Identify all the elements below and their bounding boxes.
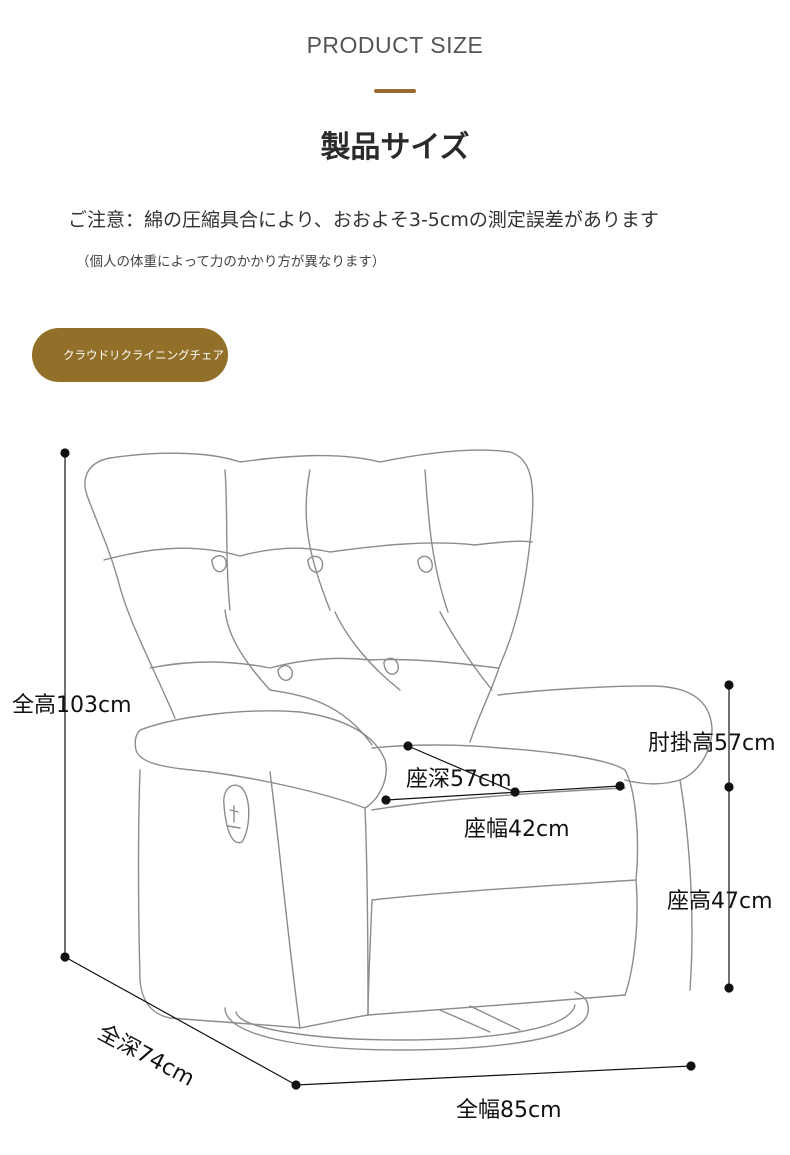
product-size-heading: PRODUCT SIZE: [306, 32, 484, 58]
total-height-label: 全高103cm: [12, 693, 132, 718]
dimension-marker: [724, 983, 734, 993]
dimension-marker: [60, 448, 70, 458]
dimension-marker: [724, 680, 734, 690]
dimension-marker: [686, 1061, 696, 1071]
dimension-marker: [510, 787, 520, 797]
dimension-marker: [381, 795, 391, 805]
seat-width-label: 座幅42cm: [464, 817, 570, 842]
total-width-label: 全幅85cm: [456, 1098, 562, 1123]
chair-outline: [84, 449, 713, 1051]
product-name-badge: クラウドリクライニングチェア: [32, 328, 228, 382]
measurement-notice: ご注意：綿の圧縮具合により、おおよそ3-5cmの測定誤差があります: [68, 209, 659, 231]
dimension-marker: [724, 782, 734, 792]
seat-height-label: 座高47cm: [667, 889, 773, 914]
armrest-height-label: 肘掛高57cm: [648, 731, 776, 756]
product-size-title: 製品サイズ: [320, 130, 470, 165]
heading-divider: [374, 89, 416, 93]
dimension-marker: [615, 781, 625, 791]
seat-depth-label: 座深57cm: [406, 767, 512, 792]
measurement-notice-sub: （個人の体重によって力のかかり方が異なります）: [76, 254, 386, 270]
dimension-lines: [60, 448, 734, 1090]
dimension-marker: [403, 741, 413, 751]
